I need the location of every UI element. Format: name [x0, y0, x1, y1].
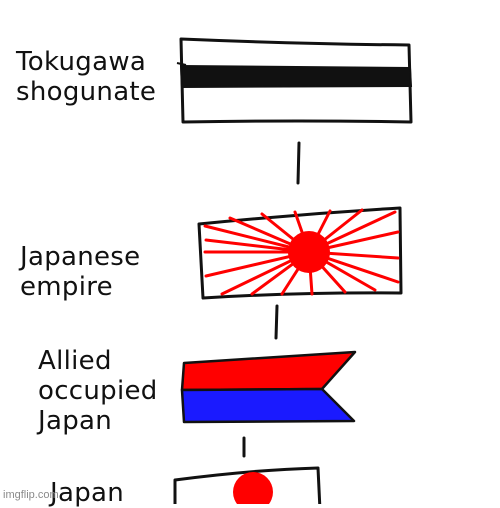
label-allied-occupied-japan: Allied occupied Japan — [38, 346, 158, 436]
watermark: imgflip.com — [3, 489, 59, 501]
label-japan: Japan — [50, 478, 124, 508]
label-line: shogunate — [16, 77, 157, 107]
connector-line — [296, 141, 301, 185]
tokugawa-flag — [176, 37, 413, 124]
label-tokugawa-shogunate: Tokugawa shogunate — [16, 47, 156, 107]
japan-flag — [173, 466, 322, 504]
allied-occupation-flag — [180, 350, 357, 424]
hinomaru-disc — [233, 472, 273, 504]
label-line: Japanese — [20, 242, 141, 272]
rising-sun-flag — [197, 206, 403, 300]
label-japanese-empire: Japanese empire — [20, 242, 140, 302]
label-line: Tokugawa — [16, 47, 147, 77]
connector-line — [274, 304, 279, 340]
label-line: Allied — [38, 346, 112, 376]
label-line: empire — [20, 272, 113, 302]
label-line: Japan — [38, 406, 113, 436]
label-line: occupied — [38, 376, 158, 406]
label-line: Japan — [50, 478, 125, 508]
rising-sun-disc — [288, 231, 330, 273]
